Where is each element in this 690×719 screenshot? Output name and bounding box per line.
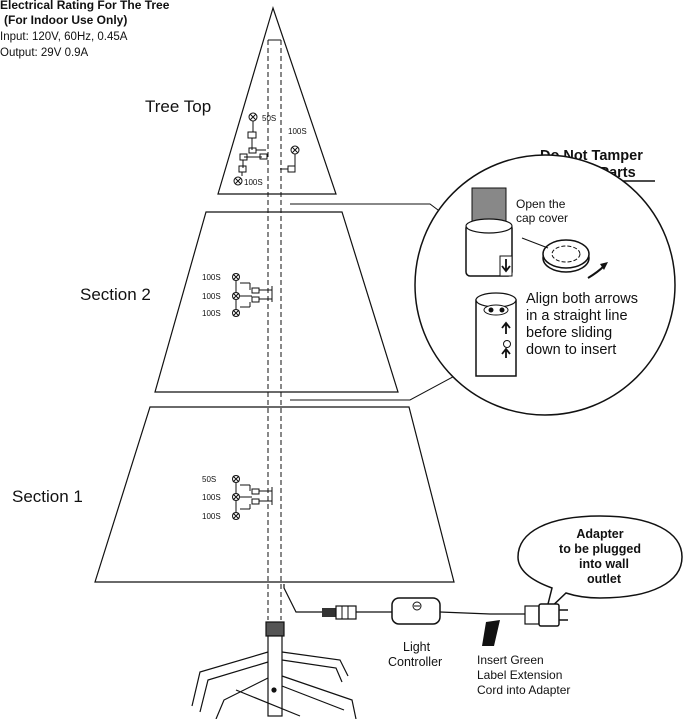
adapter-line3: into wall [579,557,629,571]
plug-connector [322,605,357,620]
align-line1: Align both arrows [526,291,638,307]
bulb-label-s1-a: 50S [202,475,216,484]
section1-wiring [232,475,273,520]
rating-input: Input: 120V, 60Hz, 0.45A [0,31,128,43]
adapter-line2: to be plugged [559,542,641,556]
cord-line2: Label Extension [477,668,562,682]
align-line3: before sliding [526,325,612,341]
tree-top-label: Tree Top [145,97,211,116]
section-2 [154,211,399,393]
open-line1: Open the [516,197,566,211]
section2-label: Section 2 [80,285,151,304]
rating-line2: (For Indoor Use Only) [4,13,127,27]
bulb-label-top-c: 100S [244,178,263,187]
bulb-label-s2-c: 100S [202,309,221,318]
lower-pole-illustration [475,292,517,377]
bulb-label-s2-a: 100S [202,273,221,282]
bulb-label-top-a: 50S [262,114,276,123]
adapter-line4: outlet [587,572,622,586]
extension-cord-black [482,620,500,646]
section-1 [94,406,455,583]
upper-pole-illustration [465,187,513,277]
rating-line1: Electrical Rating For The Tree [0,0,170,12]
tree-stand [191,621,357,719]
bulb-label-s1-b: 100S [202,493,221,502]
center-pole [267,39,282,620]
cap-cover-illustration [521,237,608,279]
cord-line1: Insert Green [477,653,544,667]
rating-output: Output: 29V 0.9A [0,47,89,59]
bulb-label-s2-b: 100S [202,292,221,301]
detail-circle [414,154,676,416]
power-cord [283,584,525,615]
bulb-label-s1-c: 100S [202,512,221,521]
cord-line3: Cord into Adapter [477,683,570,697]
bulb-label-top-b: 100S [288,127,307,136]
open-line2: cap cover [516,211,568,225]
tree-top-section [217,6,337,195]
controller-line1: Light [403,640,431,654]
tree-top-wiring [233,112,300,186]
electrical-rating: Electrical Rating For The Tree (For Indo… [0,0,170,59]
light-controller-device [391,597,441,625]
adapter-device [524,603,568,627]
detail-callout: Open the cap cover Align both arrows in … [414,154,676,416]
section2-wiring [232,273,273,317]
adapter-callout: Adapter to be plugged into wall outlet [517,515,683,615]
section1-label: Section 1 [12,487,83,506]
controller-line2: Controller [388,655,442,669]
align-line2: in a straight line [526,308,628,324]
align-line4: down to insert [526,342,616,358]
adapter-line1: Adapter [576,527,623,541]
